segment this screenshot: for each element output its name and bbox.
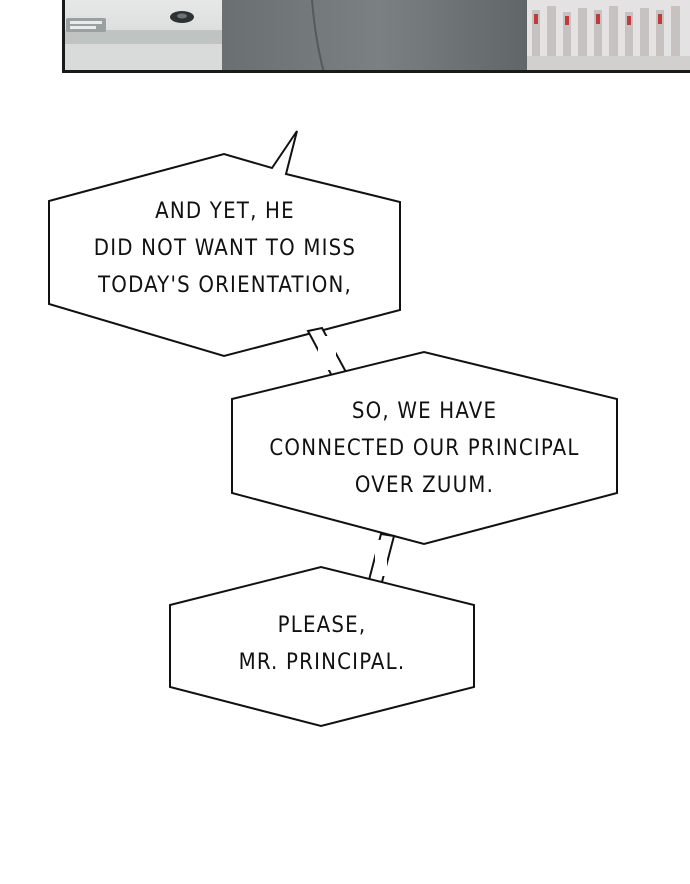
bubble-2-line-2: CONNECTED OUR PRINCIPAL: [269, 436, 580, 461]
bubble-3-line-1: PLEASE,: [277, 613, 367, 638]
panel-art: [62, 0, 690, 73]
speech-bubble-2-text: SO, WE HAVE CONNECTED OUR PRINCIPAL OVER…: [232, 393, 617, 504]
bubble-1-line-2: DID NOT WANT TO MISS: [93, 236, 357, 261]
bubble-3-line-2: MR. PRINCIPAL.: [238, 650, 406, 675]
bubble-2-line-3: OVER ZUUM.: [354, 473, 495, 498]
speech-bubble-3-text: PLEASE, MR. PRINCIPAL.: [170, 607, 474, 681]
speech-bubble-3-shape: [169, 565, 475, 728]
bubble-1-line-3: TODAY'S ORIENTATION,: [98, 273, 352, 298]
bubble-2-line-1: SO, WE HAVE: [351, 399, 498, 424]
comic-panel-fragment: [62, 0, 690, 73]
speech-bubble-1-text: AND YET, HE DID NOT WANT TO MISS TODAY'S…: [49, 193, 401, 304]
bubble-1-line-1: AND YET, HE: [155, 199, 295, 224]
speech-bubble-1-shape: [48, 130, 401, 358]
speech-bubble-2-shape: [231, 350, 618, 546]
person-coat-shape: [222, 0, 537, 73]
